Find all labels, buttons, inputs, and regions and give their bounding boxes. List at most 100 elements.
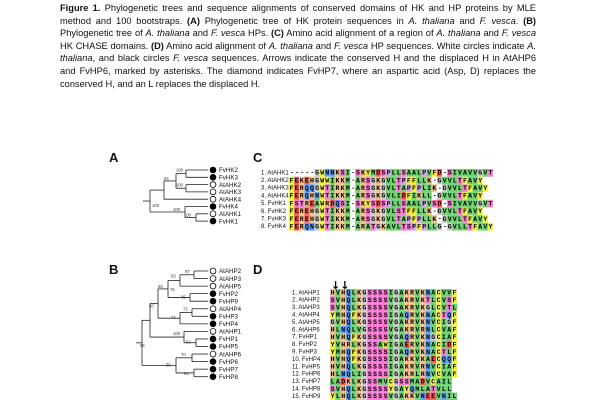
- residue-letter: F: [453, 334, 457, 341]
- athaliana-white-circle: [209, 188, 217, 196]
- residue-cell: [289, 215, 295, 223]
- residue-cell: [340, 370, 346, 378]
- caption-segment: and: [480, 28, 502, 39]
- residue-cell: [319, 184, 325, 193]
- residue-letter: V: [442, 304, 446, 311]
- residue-cell: [404, 318, 410, 326]
- residue-cell: [351, 363, 357, 371]
- residue-letter: T: [426, 297, 430, 304]
- residue-letter: C: [437, 364, 441, 371]
- residue-letter: S: [402, 170, 406, 177]
- residue-cell: [345, 207, 351, 216]
- residue-cell: [383, 385, 389, 393]
- residue-cell: [420, 392, 426, 400]
- residue-letter: T: [325, 208, 329, 215]
- residue-cell: [436, 340, 442, 349]
- tree-leaf-label: FvHK3: [219, 175, 238, 182]
- bootstrap-value: 55: [166, 362, 171, 367]
- residue-cell: [451, 289, 458, 297]
- residue-letter: Y: [478, 208, 482, 215]
- residue-cell: [421, 184, 427, 193]
- residue-cell: [345, 184, 351, 193]
- residue-letter: K: [341, 224, 345, 231]
- residue-cell: [477, 215, 483, 223]
- residue-cell: [372, 296, 378, 304]
- residue-letter: G: [381, 208, 385, 215]
- residue-letter: I: [330, 224, 334, 231]
- residue-cell: [383, 296, 389, 304]
- sequence-name: 5. AtAHP5: [292, 320, 320, 326]
- residue-letter: N: [426, 312, 430, 319]
- residue-letter: S: [384, 297, 388, 304]
- residue-letter: F: [453, 341, 457, 348]
- residue-cell: [351, 318, 357, 326]
- fvesca-black-circle: [209, 166, 217, 174]
- residue-letter: A: [426, 356, 430, 363]
- residue-letter: G: [394, 334, 398, 341]
- residue-cell: [340, 318, 346, 326]
- residue-letter: G: [394, 378, 398, 385]
- residue-letter: C: [437, 349, 441, 356]
- residue-cell: [472, 176, 478, 185]
- residue-cell: [330, 363, 336, 371]
- residue-letter: I: [389, 290, 393, 297]
- residue-cell: [425, 363, 431, 371]
- residue-cell: [324, 222, 330, 231]
- tree-leaf-label: AtAHP5: [219, 283, 242, 290]
- residue-cell: [446, 318, 452, 326]
- residue-cell: [457, 199, 463, 208]
- athaliana-white-circle: [209, 282, 217, 290]
- residue-letter: K: [357, 290, 361, 297]
- residue-letter: G: [394, 290, 398, 297]
- residue-cell: [446, 370, 452, 378]
- residue-cell: [430, 303, 436, 312]
- residue-cell: [375, 176, 381, 185]
- residue-cell: [431, 184, 437, 193]
- residue-cell: [462, 184, 468, 193]
- residue-letter: D: [447, 341, 451, 348]
- residue-letter: G: [438, 193, 442, 200]
- residue-letter: S: [366, 193, 370, 200]
- residue-letter: L: [352, 327, 356, 334]
- residue-cell: [351, 348, 357, 356]
- residue-cell: [356, 318, 362, 326]
- tree-leaf-label: FvHP7: [219, 366, 238, 373]
- residue-letter: A: [356, 177, 360, 184]
- residue-cell: [441, 289, 447, 297]
- residue-letter: K: [376, 185, 380, 192]
- residue-letter: L: [352, 386, 356, 393]
- residue-cell: [380, 169, 386, 177]
- residue-letter: K: [405, 356, 409, 363]
- residue-letter: S: [378, 371, 382, 378]
- residue-letter: S: [448, 170, 452, 177]
- residue-cell: [393, 296, 399, 304]
- residue-letter: S: [378, 349, 382, 356]
- panel-label-b: B: [109, 262, 119, 277]
- residue-letter: L: [453, 304, 457, 311]
- residue-cell: [380, 222, 386, 231]
- residue-cell: [430, 296, 436, 304]
- residue-letter: K: [357, 319, 361, 326]
- residue-letter: L: [392, 170, 396, 177]
- residue-cell: [345, 363, 352, 371]
- residue-cell: [416, 207, 422, 216]
- residue-letter: A: [447, 371, 451, 378]
- tree-leaf-label: AtAHK3: [219, 189, 242, 196]
- residue-letter: Q: [347, 297, 351, 304]
- residue-letter: L: [431, 297, 435, 304]
- residue-cell: [360, 215, 366, 223]
- residue-letter: K: [357, 393, 361, 400]
- sequence-name: 2. AtAHP2: [292, 298, 320, 304]
- residue-letter: G: [443, 216, 447, 223]
- residue-letter: T: [447, 304, 451, 311]
- residue-letter: I: [330, 208, 334, 215]
- residue-letter: S: [368, 371, 372, 378]
- caption-segment: HK CHASE domains.: [60, 40, 151, 51]
- tree-leaf-label: FvHK4: [219, 204, 238, 211]
- residue-letter: K: [421, 319, 425, 326]
- residue-letter: T: [458, 177, 462, 184]
- residue-letter: S: [368, 393, 372, 400]
- residue-cell: [414, 326, 421, 334]
- residue-cell: [383, 355, 389, 363]
